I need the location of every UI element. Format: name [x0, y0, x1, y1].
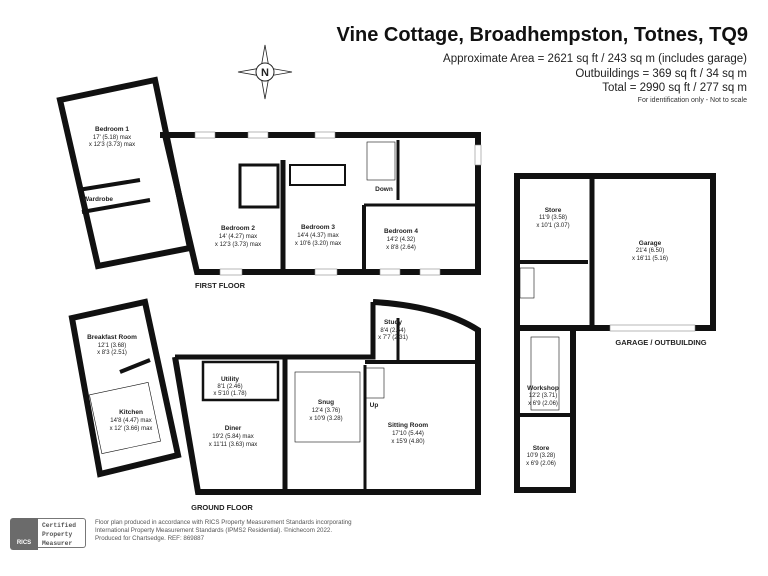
room-dimension: x 8'3 (2.51) [97, 350, 127, 356]
disclaimer: For identification only - Not to scale [637, 97, 747, 104]
footer-line: Produced for Chartsedge. REF: 869887 [95, 535, 205, 542]
room-dimension: x 10'9 (3.28) [309, 416, 342, 422]
ground-floor-walls [68, 298, 481, 495]
room-dimension: x 12' (3.66) max [110, 426, 153, 432]
room-name: Bedroom 3 [301, 224, 335, 231]
room-name: Diner [225, 425, 242, 432]
room-dimension: x 12'3 (3.73) max [215, 242, 261, 248]
first-floor-walls [56, 76, 481, 275]
room-name: Store [533, 445, 550, 452]
room-name: Garage [639, 240, 662, 247]
approximate-area: Approximate Area = 2621 sq ft / 243 sq m… [443, 53, 747, 65]
room-dimension: x 7'7 (2.31) [378, 335, 408, 341]
rics-logo: RICS [10, 518, 38, 550]
floor-label: FIRST FLOOR [195, 281, 246, 290]
room-dimension: x 8'8 (2.64) [386, 245, 416, 251]
total-area: Total = 2990 sq ft / 277 sq m [602, 82, 747, 94]
room-dimension: x 11'11 (3.63) max [209, 442, 258, 448]
badge-text: Property [42, 531, 73, 538]
room-name: Snug [318, 399, 334, 406]
property-title: Vine Cottage, Broadhempston, Totnes, TQ9 [336, 24, 748, 46]
room-name: Store [545, 207, 562, 214]
room-name: Kitchen [119, 409, 143, 416]
room-name: Bedroom 1 [95, 126, 129, 133]
badge-text: Certified [42, 522, 77, 529]
floor-label: GARAGE / OUTBUILDING [615, 338, 706, 347]
room-dimension: x 10'1 (3.07) [536, 223, 569, 229]
room-dimension: x 15'9 (4.80) [391, 439, 424, 445]
room-name: Sitting Room [388, 422, 429, 429]
stairs-label: Up [370, 402, 379, 409]
room-dimension: 12'4 (3.76) [312, 408, 341, 414]
room-name: Study [384, 319, 402, 326]
compass-label: N [261, 67, 269, 79]
room-dimension: 12'2 (3.71) [529, 393, 558, 399]
badge-text: Measurer [42, 540, 73, 547]
room-dimension: x 5'10 (1.78) [213, 391, 246, 397]
stairs-label: Down [375, 186, 393, 193]
room-dimension: 19'2 (5.84) max [212, 434, 254, 440]
room-dimension: 10'9 (3.28) [527, 453, 556, 459]
room-name: Breakfast Room [87, 334, 137, 341]
room-dimension: 14'4 (4.37) max [297, 233, 339, 239]
room-name: Wardrobe [83, 196, 113, 203]
outbuildings-area: Outbuildings = 369 sq ft / 34 sq m [575, 68, 747, 80]
room-dimension: x 12'3 (3.73) max [89, 142, 135, 148]
footer-line: International Property Measurement Stand… [95, 527, 333, 534]
room-dimension: 21'4 (6.50) [636, 248, 665, 254]
room-name: Bedroom 2 [221, 225, 255, 232]
room-dimension: 8'4 (2.54) [380, 328, 405, 334]
room-dimension: x 6'9 (2.06) [528, 401, 558, 407]
room-dimension: x 6'9 (2.06) [526, 461, 556, 467]
room-dimension: 14'2 (4.32) [387, 237, 416, 243]
room-name: Workshop [527, 385, 559, 392]
garage-door [609, 324, 696, 332]
footer-notes: Floor plan produced in accordance with R… [95, 519, 385, 543]
room-dimension: 17'10 (5.44) [392, 431, 424, 437]
compass-icon: N [237, 44, 293, 100]
rics-badge: RICS Certified Property Measurer [10, 518, 88, 550]
floor-label: GROUND FLOOR [191, 503, 253, 512]
room-dimension: 14'8 (4.47) max [110, 418, 152, 424]
room-dimension: 17' (5.18) max [93, 135, 131, 141]
room-dimension: x 10'6 (3.20) max [295, 241, 341, 247]
room-dimension: 8'1 (2.46) [217, 384, 242, 390]
footer-line: Floor plan produced in accordance with R… [95, 519, 352, 526]
room-dimension: x 16'11 (5.16) [632, 256, 668, 262]
room-dimension: 11'9 (3.58) [539, 215, 567, 221]
room-name: Utility [221, 376, 239, 383]
room-dimension: 12'1 (3.68) [98, 343, 127, 349]
room-name: Bedroom 4 [384, 228, 418, 235]
room-dimension: 14' (4.27) max [219, 234, 257, 240]
